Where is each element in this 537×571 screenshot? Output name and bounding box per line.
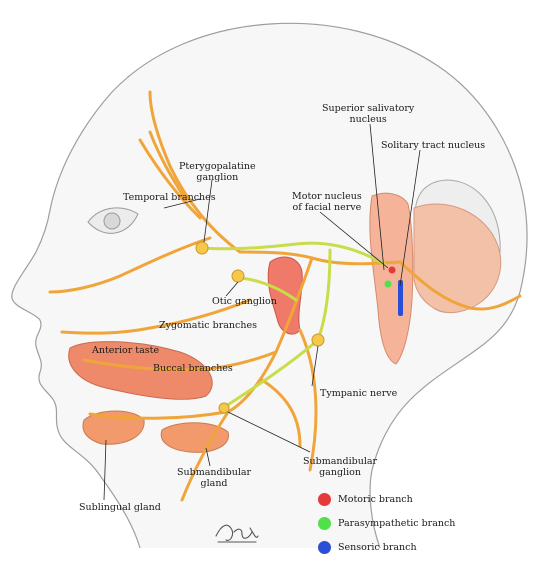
- label-anterior-taste: Anterior taste: [92, 345, 160, 356]
- label-submandibular-gland: Submandibular gland: [177, 467, 252, 489]
- submandibular-gland: [160, 422, 229, 453]
- label-sublingual-gland: Sublingual gland: [79, 502, 161, 513]
- salivatory-nucleus-dot: [384, 280, 392, 288]
- sublingual-gland: [82, 410, 145, 445]
- label-temporal-branches: Temporal branches: [123, 192, 216, 203]
- solitary-tract-bar: [398, 280, 403, 316]
- pterygopalatine-ganglion: [195, 241, 209, 255]
- label-submandibular-ganglion: Submandibular ganglion: [303, 456, 378, 478]
- parasympathetic-dot-icon: [318, 516, 331, 530]
- geniculate-ganglion: [311, 333, 325, 347]
- label-otic-ganglion: Otic ganglion: [212, 296, 277, 307]
- sensoric-dot-icon: [318, 540, 331, 554]
- motoric-dot-icon: [318, 492, 331, 506]
- label-superior-salivatory-nucleus: Superior salivatory nucleus: [322, 103, 415, 125]
- motor-nucleus-dot: [388, 266, 396, 274]
- parasympathetic-nerves: [202, 241, 386, 408]
- label-zygomatic-branches: Zygomatic branches: [159, 320, 257, 331]
- label-motor-nucleus-facial-nerve: Motor nucleus of facial nerve: [292, 191, 362, 213]
- legend-item-parasympathetic: Parasympathetic branch: [318, 511, 455, 535]
- leader-lines: [103, 123, 421, 501]
- submandibular-ganglion-node: [218, 402, 230, 414]
- label-tympanic-nerve: Tympanic nerve: [320, 388, 398, 399]
- cerebellum: [413, 203, 502, 314]
- label-pterygopalatine-ganglion: Pterygopalatine ganglion: [179, 161, 256, 183]
- buccinator-muscle: [68, 341, 213, 400]
- label-solitary-tract-nucleus: Solitary tract nucleus: [381, 140, 486, 151]
- artist-signature: [215, 524, 259, 543]
- legend-item-sensoric: Sensoric branch: [318, 535, 455, 559]
- facial-nerve-branches: [48, 90, 522, 502]
- legend: Motoric branch Parasympathetic branch Se…: [318, 487, 455, 559]
- eye-iris: [103, 212, 121, 230]
- label-buccal-branches: Buccal branches: [153, 363, 233, 374]
- ganglia: [195, 241, 325, 414]
- legend-item-motoric: Motoric branch: [318, 487, 455, 511]
- otic-ganglion: [231, 269, 245, 283]
